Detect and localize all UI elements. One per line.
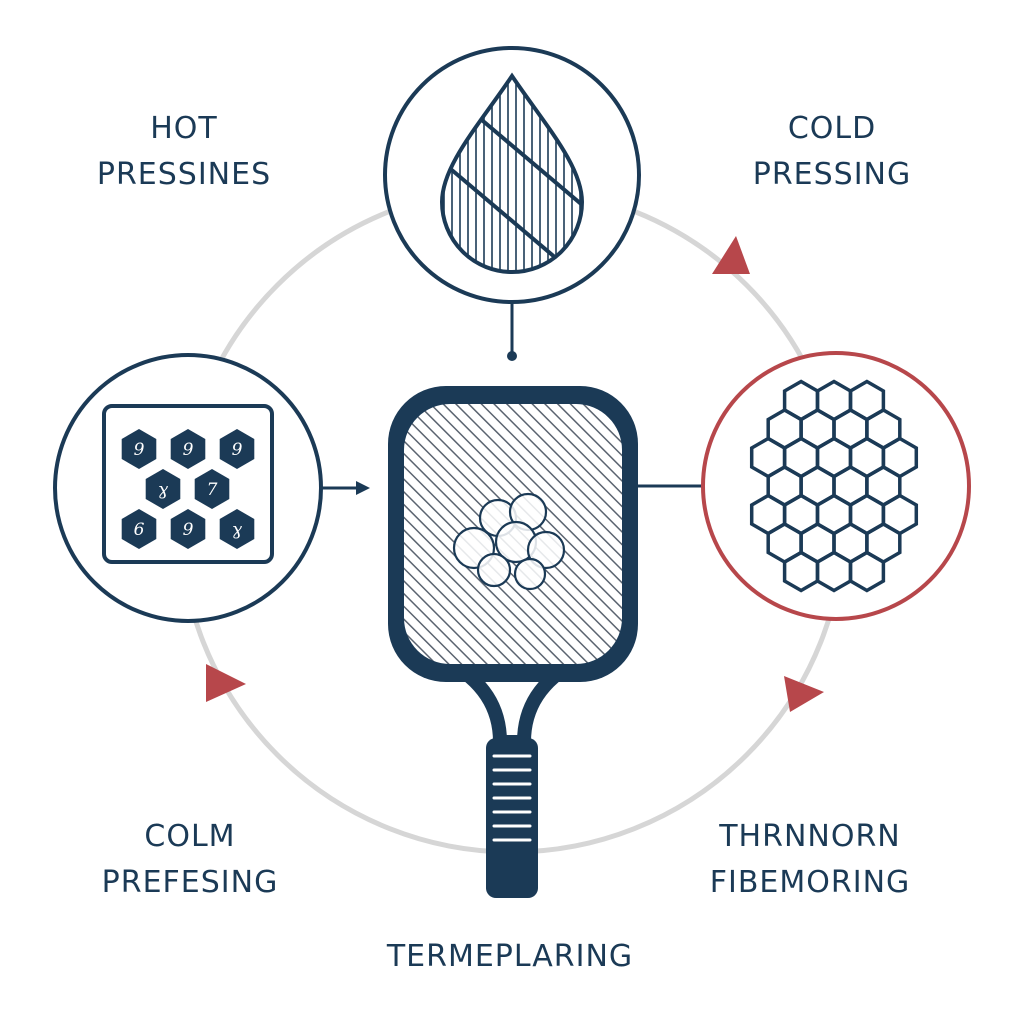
honeycomb-cell — [848, 550, 886, 593]
cycle-arrow-bottom-right — [784, 676, 824, 712]
panel-hexagon-glyph: 9 — [232, 440, 243, 460]
label-thrnorn-fibemoring: THRNNORN FIBEMORING — [650, 814, 970, 906]
label-hot-pressing-line1: HOT — [150, 111, 218, 146]
label-thrnorn-fibemoring-line2: FIBEMORING — [709, 865, 911, 900]
panel-hexagon-glyph: 6 — [134, 520, 145, 540]
panel-hexagon — [219, 429, 255, 469]
label-thrnorn-fibemoring-line1: THRNNORN — [719, 819, 901, 854]
label-hot-pressing: HOT PRESSINES — [24, 106, 344, 198]
panel-hexagon — [170, 429, 206, 469]
hot-pressing-node — [383, 46, 641, 304]
label-colm-prefesing: COLM PREFESING — [30, 814, 350, 906]
cycle-arrow-bottom-left — [206, 664, 246, 702]
panel-hexagon-glyph: 9 — [134, 440, 145, 460]
connector-right — [636, 481, 711, 491]
panel-hexagon — [194, 469, 230, 509]
panel-hexagon — [121, 429, 157, 469]
label-cold-pressing-line1: COLD — [787, 111, 877, 146]
label-hot-pressing-line2: PRESSINES — [96, 157, 272, 192]
connector-left — [322, 481, 370, 495]
label-cold-pressing-line2: PRESSING — [752, 157, 912, 192]
panel-hexagon-glyph: 9 — [183, 440, 194, 460]
honeycomb-icon — [749, 379, 919, 593]
label-termeplaring: TERMEPLARING — [300, 934, 720, 980]
panel-hexagon-glyph: ɣ — [158, 480, 169, 500]
panel-hexagon — [219, 509, 255, 549]
label-colm-prefesing-line1: COLM — [144, 819, 236, 854]
label-cold-pressing: COLD PRESSING — [672, 106, 992, 198]
connector-top — [507, 304, 517, 361]
cycle-arrow-top-right — [712, 236, 750, 274]
panel-hexagon — [170, 509, 206, 549]
panel-hexagon — [145, 469, 181, 509]
ball-cluster-icon — [452, 492, 566, 591]
panel-hexagon-glyph: 9 — [183, 520, 194, 540]
panel-hexagon-glyph: ɣ — [232, 520, 243, 540]
pickleball-paddle-icon — [388, 386, 638, 898]
panel-hexagon-glyph: 7 — [207, 480, 218, 500]
label-colm-prefesing-line2: PREFESING — [101, 865, 279, 900]
thrnorn-fibemoring-node — [701, 351, 971, 621]
panel-hexagon — [121, 509, 157, 549]
label-termeplaring-text: TERMEPLARING — [386, 939, 634, 974]
